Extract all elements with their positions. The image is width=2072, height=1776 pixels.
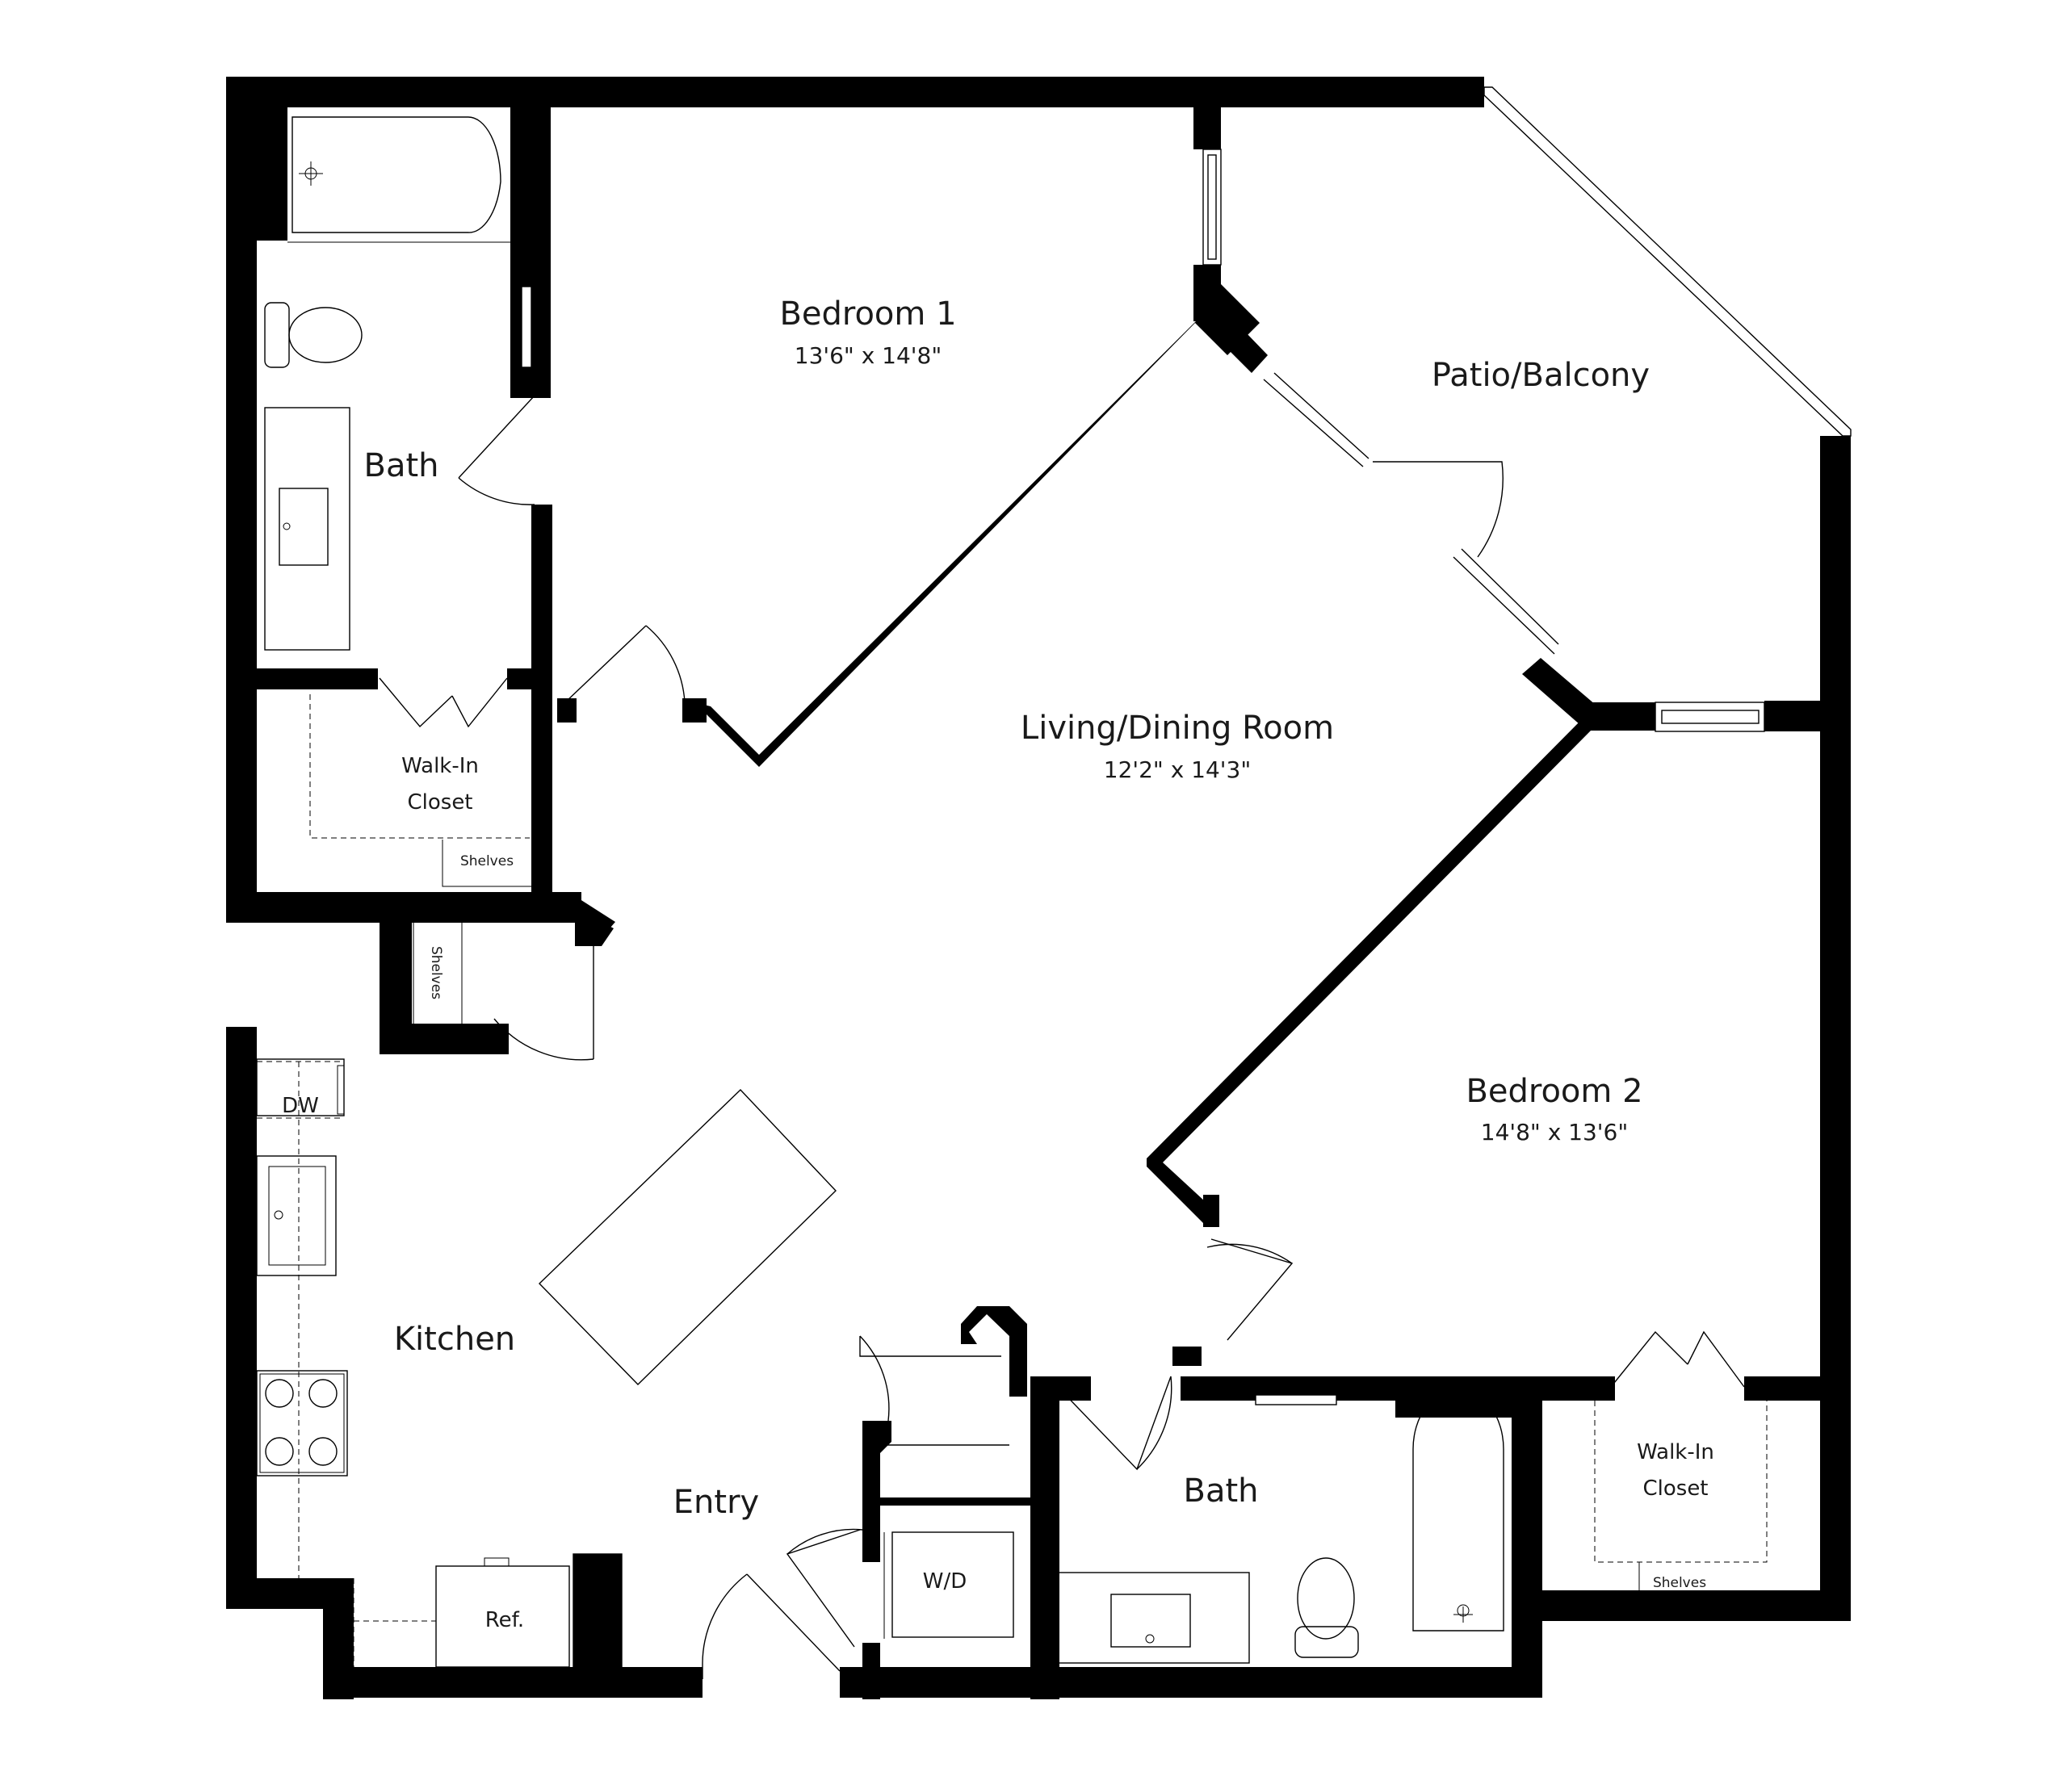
walls xyxy=(226,77,1851,1699)
entry-label: Entry xyxy=(673,1484,759,1521)
closet2-label-line1: Walk-In xyxy=(1637,1440,1714,1464)
closet2-shelves-label: Shelves xyxy=(1653,1575,1706,1591)
fixtures xyxy=(256,116,1768,1668)
bedroom1-dims: 13'6" x 14'8" xyxy=(795,342,942,369)
closet1-shelves-label: Shelves xyxy=(460,853,514,869)
kitchen-label: Kitchen xyxy=(394,1321,515,1358)
living-dims: 12'2" x 14'3" xyxy=(1104,756,1251,783)
closet1-label-line2: Closet xyxy=(407,790,472,815)
bedroom1-label: Bedroom 1 xyxy=(779,295,956,333)
dishwasher-label: DW xyxy=(282,1094,319,1118)
bedroom2-dims: 14'8" x 13'6" xyxy=(1481,1119,1628,1146)
bath1-label: Bath xyxy=(364,447,439,484)
patio-label: Patio/Balcony xyxy=(1432,357,1650,394)
living-label: Living/Dining Room xyxy=(1021,710,1334,747)
bath2-label: Bath xyxy=(1184,1472,1259,1510)
closet1-label-line1: Walk-In xyxy=(401,754,479,778)
windows xyxy=(521,86,1852,1405)
closet2-label-line2: Closet xyxy=(1642,1477,1708,1501)
doors xyxy=(379,372,1745,1679)
bedroom2-label: Bedroom 2 xyxy=(1466,1073,1642,1110)
washer-dryer-label: W/D xyxy=(923,1569,967,1594)
labels: Bedroom 1 13'6" x 14'8" Patio/Balcony Ba… xyxy=(282,295,1714,1632)
hall-closet-shelves-label: Shelves xyxy=(428,946,444,999)
refrigerator-label: Ref. xyxy=(485,1608,524,1632)
